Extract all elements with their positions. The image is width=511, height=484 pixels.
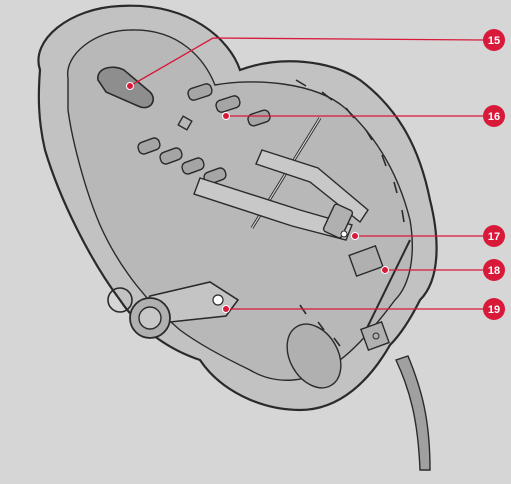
lower-clip <box>360 321 390 351</box>
callout-badge <box>483 105 505 127</box>
callout-badge <box>483 225 505 247</box>
callout-18: 18 <box>381 259 505 281</box>
callout-target-dot <box>351 232 359 240</box>
callout-badge <box>483 259 505 281</box>
callout-target-dot <box>222 305 230 313</box>
callout-number: 15 <box>488 35 500 47</box>
callout-number: 17 <box>488 231 500 243</box>
strap-buckle <box>322 203 354 239</box>
harness-straps <box>193 149 369 241</box>
release-cable <box>395 355 431 471</box>
callout-number: 18 <box>488 265 500 277</box>
callout-number: 16 <box>488 111 500 123</box>
callout-badge <box>483 29 505 51</box>
callout-number: 19 <box>488 304 500 316</box>
callout-17: 17 <box>351 225 505 247</box>
callout-badge <box>483 298 505 320</box>
seat-shell-belt-slot <box>187 83 271 127</box>
callout-19: 19 <box>222 298 505 320</box>
isofix-connector <box>107 281 240 339</box>
base-recess <box>286 323 342 389</box>
callout-target-dot <box>381 266 389 274</box>
callouts: 15 16 17 18 19 <box>126 29 505 320</box>
callout-target-dot <box>126 82 134 90</box>
callout-target-dot <box>222 112 230 120</box>
foot-pedal-slot <box>97 66 193 131</box>
callout-16: 16 <box>222 105 505 127</box>
callout-leader-line <box>129 37 485 87</box>
callout-15: 15 <box>126 29 505 90</box>
seat-lower-slots <box>137 137 227 185</box>
belt-tensioner-latch <box>348 239 411 331</box>
